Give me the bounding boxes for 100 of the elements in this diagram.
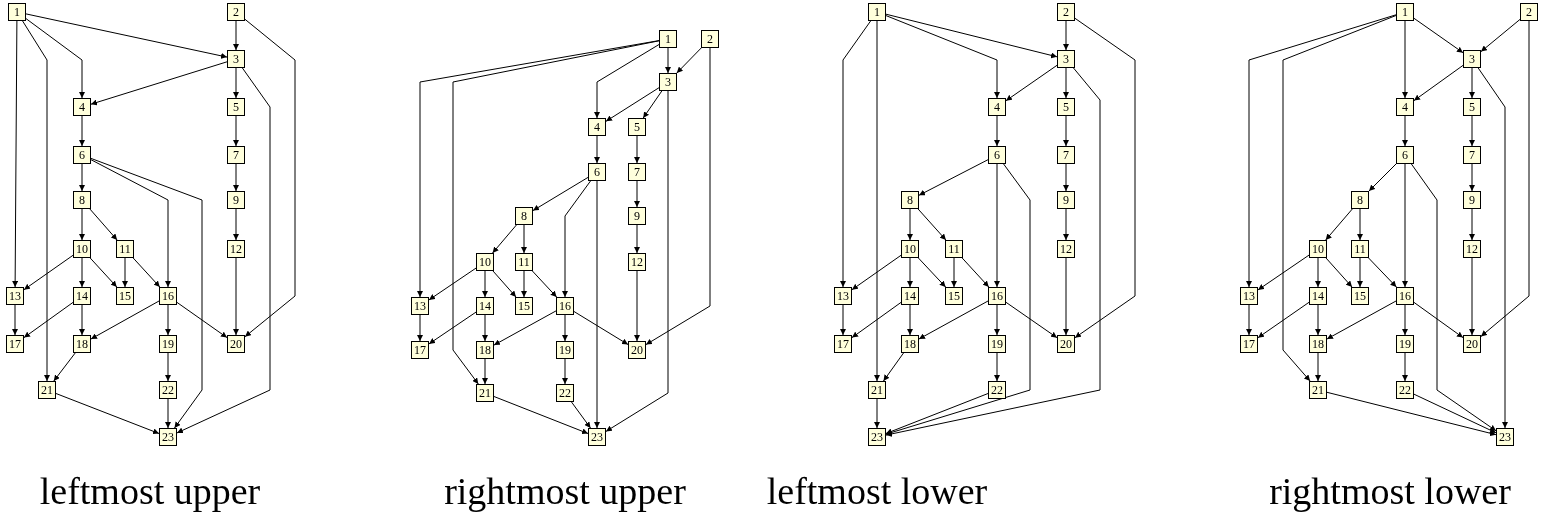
arrow (1477, 67, 1508, 429)
arrow (885, 15, 1000, 99)
arrow (79, 163, 85, 192)
node-box: 8 (901, 191, 919, 209)
arrow (492, 270, 517, 298)
arrow (1410, 163, 1497, 432)
arrow (883, 352, 904, 382)
node-box: 14 (1309, 287, 1327, 305)
node-box: 22 (556, 384, 574, 402)
arrow (482, 314, 488, 342)
node-box: 10 (1309, 240, 1327, 258)
arrow (90, 300, 160, 340)
arrow (1480, 18, 1521, 53)
arrow (1326, 391, 1497, 437)
arrow (1413, 17, 1464, 54)
arrow (233, 67, 239, 99)
arrow (22, 20, 50, 382)
node-box: 12 (1463, 240, 1481, 258)
node-box: 16 (1396, 287, 1414, 305)
node-box: 12 (227, 240, 245, 258)
node-box: 20 (1463, 335, 1481, 353)
arrow (917, 257, 947, 288)
arrow (89, 208, 118, 241)
arrow (1469, 257, 1475, 336)
arrow (55, 393, 160, 435)
arrow (594, 44, 660, 119)
node-box: 17 (6, 335, 24, 353)
arrow (562, 314, 568, 342)
arrow (233, 115, 239, 147)
node-box: 7 (227, 146, 245, 164)
arrow (1413, 64, 1464, 102)
arrow (521, 224, 527, 254)
node-box: 10 (73, 240, 91, 258)
arrow (90, 61, 228, 106)
arrow (676, 47, 702, 74)
arrow (1063, 257, 1069, 336)
node-box: 1 (868, 3, 886, 21)
arrow (918, 159, 989, 196)
panel-caption: rightmost upper (444, 472, 686, 510)
arrow (1402, 304, 1408, 336)
node-box: 3 (1057, 50, 1075, 68)
arrow (642, 90, 663, 119)
arrow (532, 176, 589, 212)
node-box: 21 (868, 381, 886, 399)
node-box: 18 (73, 335, 91, 353)
node-box: 1 (1396, 3, 1414, 21)
arrow (165, 304, 171, 336)
node-box: 9 (628, 207, 646, 225)
node-box: 16 (988, 287, 1006, 305)
arrow (482, 270, 488, 298)
node-box: 6 (588, 163, 606, 181)
arrow (1325, 208, 1353, 241)
arrow (1005, 64, 1058, 102)
node-box: 21 (38, 381, 56, 399)
arrow (885, 13, 1058, 59)
node-box: 20 (628, 341, 646, 359)
node-box: 7 (1463, 146, 1481, 164)
node-box: 17 (834, 335, 852, 353)
arrow (165, 352, 171, 382)
node-box: 19 (556, 341, 574, 359)
node-box: 4 (73, 98, 91, 116)
node-box: 1 (8, 3, 26, 21)
node-box: 6 (988, 146, 1006, 164)
arrow (89, 257, 118, 288)
arrow (1325, 257, 1353, 288)
arrow (1074, 17, 1136, 339)
arrow (665, 47, 671, 74)
arrow (1326, 300, 1397, 340)
arrow (233, 20, 239, 51)
node-box: 16 (159, 287, 177, 305)
arrow (634, 180, 640, 208)
node-box: 13 (1240, 287, 1258, 305)
arrow (1368, 257, 1397, 288)
arrow (994, 115, 1000, 147)
node-box: 8 (515, 207, 533, 225)
arrow (1402, 163, 1408, 288)
arrow (645, 47, 711, 346)
node-box: 15 (515, 297, 533, 315)
node-box: 11 (515, 253, 533, 271)
arrow (562, 358, 568, 385)
node-box: 19 (988, 335, 1006, 353)
arrow (1402, 352, 1408, 382)
node-box: 5 (227, 98, 245, 116)
arrow (79, 208, 85, 241)
arrow (1257, 254, 1310, 291)
node-box: 17 (1240, 335, 1258, 353)
arrow (1357, 257, 1363, 288)
node-box: 4 (988, 98, 1006, 116)
arrow (917, 208, 947, 241)
arrow (1246, 304, 1252, 336)
arrow (1063, 163, 1069, 192)
arrow (994, 352, 1000, 382)
arrow (428, 267, 477, 301)
arrow (12, 20, 19, 288)
arrow (1063, 67, 1069, 99)
node-box: 5 (628, 118, 646, 136)
arrow (1063, 115, 1069, 147)
node-box: 4 (588, 118, 606, 136)
arrow (951, 257, 957, 288)
arrow (53, 352, 76, 382)
